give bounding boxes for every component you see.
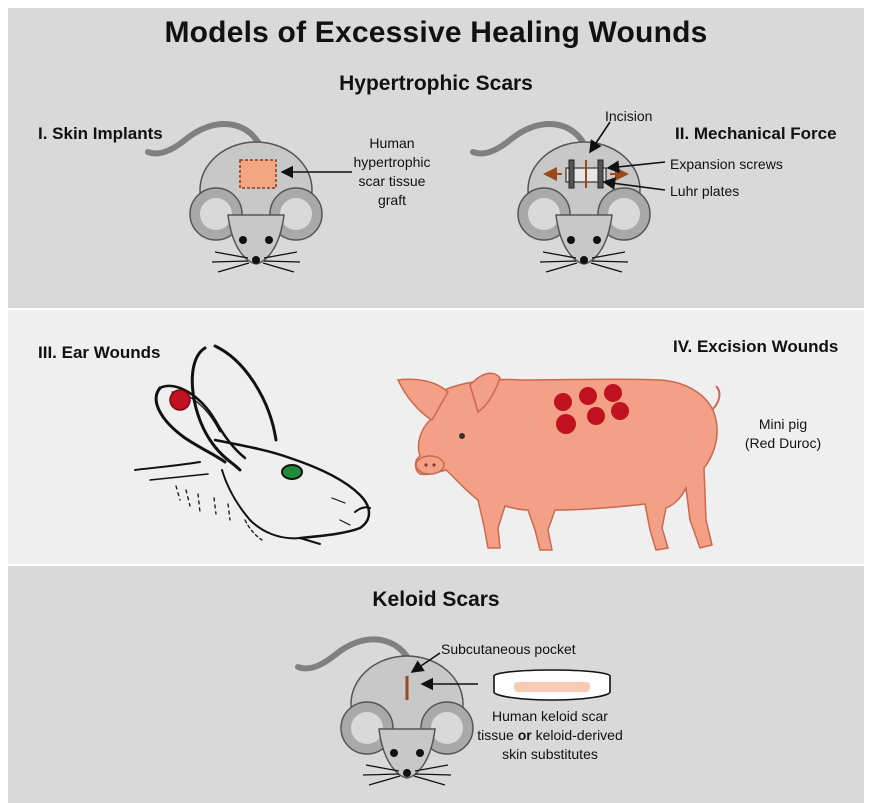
ear-wounds-label: III. Ear Wounds (38, 343, 160, 363)
keloid-tissue-note: Human keloid scar tissue or keloid-deriv… (460, 707, 640, 764)
mini-pig-note: Mini pig (Red Duroc) (728, 415, 838, 453)
hypertrophic-heading: Hypertrophic Scars (0, 72, 872, 96)
mouse-mechanical-force-icon (473, 124, 650, 272)
figure-title: Models of Excessive Healing Wounds (0, 16, 872, 50)
incision-label: Incision (605, 107, 652, 125)
mouse-skin-implant-icon (148, 124, 322, 272)
luhr-plates-label: Luhr plates (670, 182, 739, 200)
rabbit-eye-icon (282, 465, 302, 479)
ear-wound-icon (170, 390, 190, 410)
expansion-screws-label: Expansion screws (670, 155, 783, 173)
subcutaneous-pocket-label: Subcutaneous pocket (441, 640, 576, 658)
mechanical-force-label: II. Mechanical Force (675, 124, 837, 144)
mouse-keloid-icon (298, 639, 473, 785)
graft-note: Human hypertrophic scar tissue graft (332, 134, 452, 210)
keloid-heading: Keloid Scars (0, 588, 872, 612)
petri-dish-icon (494, 670, 610, 700)
rabbit-icon (135, 346, 370, 544)
skin-implants-label: I. Skin Implants (38, 124, 163, 144)
excision-wounds-label: IV. Excision Wounds (673, 337, 838, 357)
